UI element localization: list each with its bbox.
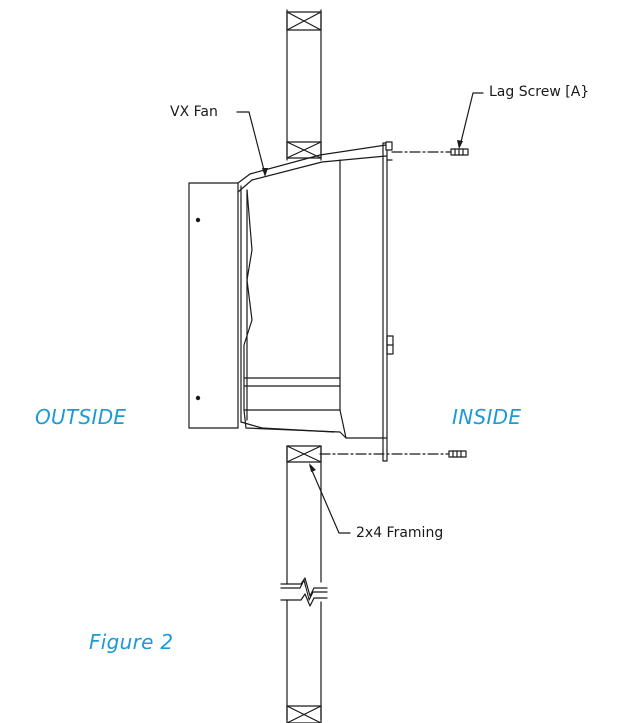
fan-hood: [188, 182, 239, 429]
vx-fan-label: VX Fan: [170, 104, 218, 120]
lag-screw-label: Lag Screw [A}: [489, 84, 590, 100]
break-line: [279, 577, 329, 610]
lag-screw-leader: [457, 92, 484, 149]
top-blocking-cross: [286, 11, 322, 31]
upper-stud: [286, 9, 322, 161]
lower-stud: [286, 445, 322, 721]
upper-plate-cross: [286, 141, 322, 159]
outside-label: OUTSIDE: [35, 405, 127, 429]
bottom-plate-cross: [286, 705, 322, 723]
figure-caption: Figure 2: [89, 630, 174, 654]
inside-label: INSIDE: [452, 405, 522, 429]
framing-leader: [309, 463, 351, 534]
mounting-flange: [382, 141, 394, 462]
vx-fan-leader: [236, 111, 268, 177]
framing-label: 2x4 Framing: [356, 525, 444, 541]
lag-screw-bottom: [319, 450, 467, 458]
lower-plate-cross: [286, 445, 322, 463]
fan-body: [237, 144, 387, 439]
lag-screw-top: [391, 148, 469, 156]
